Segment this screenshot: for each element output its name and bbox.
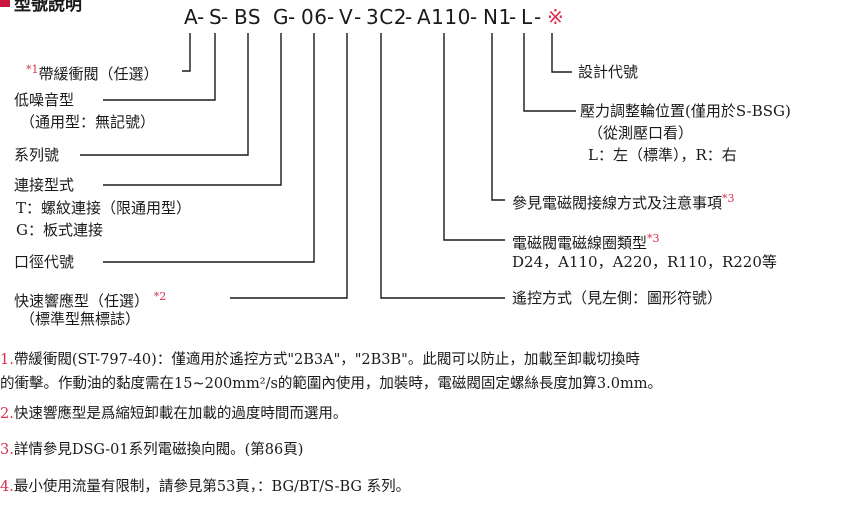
code-seg-n1: N1 [483,5,512,29]
coil-label: 電磁閥電磁線圈類型*3 [512,229,660,253]
code-seg-l: L [521,5,533,29]
leader-pressure-knob [523,33,576,112]
code-dash: - [354,5,362,29]
footnote-number: 4. [0,479,14,495]
code-seg-a: A [184,5,199,29]
wiring-label: 參見電磁閥接線方式及注意事項*3 [512,189,735,213]
footnote-marker: *1 [26,63,39,76]
code-dash: - [534,5,542,29]
page-title: 型號說明 [14,0,82,15]
footnote-text: 快速響應型是爲縮短卸載在加載的過度時間而選用。 [13,406,348,422]
pressure-knob-label: 壓力調整輪位置(僅用於S-BSG) [580,102,791,120]
footnote-number: 2. [0,406,14,422]
footnote-marker: *3 [722,192,735,205]
code-dash: - [327,5,335,29]
leader-wiring [491,33,505,201]
leader-series [80,33,249,156]
series-label: 系列號 [14,146,60,164]
footnote-4: 4.最小使用流量有限制，請參見第53頁，：BG/BT/S-BG 系列。 [0,477,410,497]
connection-option-g: G：板式連接 [16,221,103,239]
code-dash: - [470,5,478,29]
wiring-text: 參見電磁閥接線方式及注意事項 [512,194,723,212]
footnote-text: 帶緩衝閥(ST-797-40)：僅適用於遙控方式"2B3A"，"2B3B"。此閥… [13,352,640,368]
code-seg-a110: A110 [417,5,471,29]
leader-coil [443,33,505,241]
code-seg-g: G [273,5,289,29]
low-noise-note: （通用型：無記號） [20,113,156,131]
low-noise-label: 低噪音型 [14,91,75,109]
footnote-2: 2.快速響應型是爲縮短卸載在加載的過度時間而選用。 [0,404,347,424]
fast-response-note: （標準型無標誌） [20,310,141,328]
footnote-number: 1. [0,352,14,368]
leader-connection [103,33,282,186]
code-seg-bs: BS [234,5,262,29]
footnote-text: 詳情參見DSG-01系列電磁換向閥。(第86頁) [13,442,304,458]
footnote-marker: *2 [153,290,167,303]
fast-response-label: 快速響應型（任選） *2 [14,287,166,311]
code-seg-design: ※ [547,5,565,29]
code-dash: - [197,5,205,29]
footnote-3: 3.詳情參見DSG-01系列電磁換向閥。(第86頁) [0,440,303,460]
coil-values: D24，A110，A220，R110，R220等 [512,253,777,271]
leader-control [380,33,505,299]
design-no-label: 設計代號 [578,63,639,81]
control-label: 遙控方式（見左側：圖形符號） [512,289,723,307]
code-seg-3c2: 3C2 [366,5,407,29]
leader-brake-valve [182,33,191,72]
pressure-knob-options: L：左（標準），R：右 [588,146,737,164]
fast-response-text: 快速響應型（任選） [14,292,150,310]
code-seg-v: V [339,5,354,29]
code-dash: - [221,5,229,29]
footnote-marker: *3 [647,232,660,245]
code-dash: - [405,5,413,29]
code-dash: - [509,5,517,29]
code-seg-s: S [209,5,223,29]
leader-fast-response [230,33,348,299]
footnote-text: 的衝擊。作動油的黏度需在15~200mm²/s的範圍內使用，加裝時，電磁閥固定螺… [0,376,662,392]
footnote-1-cont: 的衝擊。作動油的黏度需在15~200mm²/s的範圍內使用，加裝時，電磁閥固定螺… [0,374,662,394]
footnote-number: 3. [0,442,14,458]
brake-valve-text: 帶緩衝閥（任選） [38,65,159,83]
code-dash: - [288,5,296,29]
heading-bar [0,0,10,7]
footnote-text: 最小使用流量有限制，請參見第53頁，：BG/BT/S-BG 系列。 [13,479,411,495]
leader-design-no [551,33,572,73]
brake-valve-label: *1帶緩衝閥（任選） [26,60,159,84]
connection-label: 連接型式 [14,176,75,194]
leader-size [103,33,315,263]
footnote-1: 1.帶緩衝閥(ST-797-40)：僅適用於遙控方式"2B3A"，"2B3B"。… [0,350,640,370]
pressure-knob-view: （從測壓口看） [588,124,694,142]
size-label: 口徑代號 [14,253,75,271]
code-seg-06: 06 [301,5,328,29]
connection-option-t: T：螺紋連接（限通用型） [16,199,192,217]
leader-low-noise [103,33,216,101]
coil-text: 電磁閥電磁線圈類型 [512,234,648,252]
